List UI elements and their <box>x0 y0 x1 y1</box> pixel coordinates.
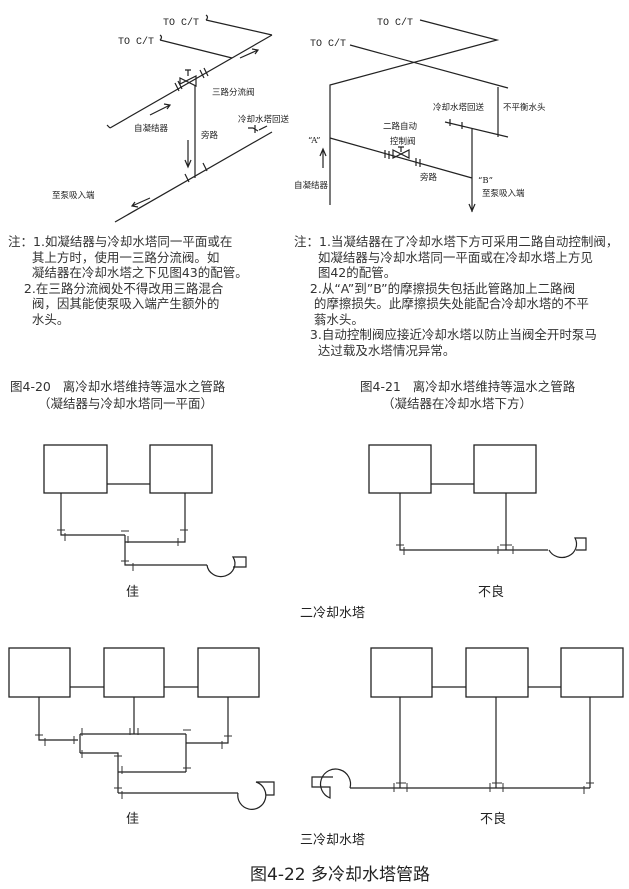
to-ct-upper-label: TO C/T <box>163 17 199 29</box>
flanges <box>174 67 209 92</box>
fig-4-20-subcaption: （凝结器与冷却水塔同一平面） <box>38 396 214 411</box>
note-line: 如凝结器与冷却水塔同一平面或在冷却水塔上方见 <box>294 249 593 265</box>
two-towers-good: 佳 <box>43 444 247 600</box>
bad-label: 不良 <box>480 811 506 827</box>
cooling-tower <box>368 444 432 494</box>
pump-suction-pipe <box>114 131 273 223</box>
to-ct-lower-label: TO C/T <box>118 36 154 48</box>
tower-return-pipe <box>444 119 509 138</box>
main-pipe <box>106 34 273 129</box>
note-line: 阀，因其能使泵吸入端产生额外的 <box>8 296 220 311</box>
tower-return-stub <box>248 125 268 133</box>
three-towers-bad: 不良 <box>311 647 624 827</box>
two-towers-bad: 不良 <box>368 444 587 600</box>
three-towers-label: 三冷却水塔 <box>300 833 365 848</box>
pump-icon <box>237 781 275 810</box>
note-line: 注：1.当凝结器在了冷却水塔下方可采用二路自动控制阀， <box>294 234 619 249</box>
cooling-tower <box>370 647 433 698</box>
valve-label-1: 二路自动 <box>383 121 418 132</box>
from-condenser-label: 自凝结器 <box>294 180 329 191</box>
fig-4-21-notes: 注：1.当凝结器在了冷却水塔下方可采用二路自动控制阀， 如凝结器与冷却水塔同一平… <box>294 234 618 358</box>
cooling-tower <box>560 647 624 698</box>
fig-4-20-caption: 图4-20 离冷却水塔维持等温水之管路 <box>10 379 226 394</box>
note-line: 2.在三路分流阀处不得改用三路混合 <box>8 280 224 296</box>
to-pump-label: 至泵吸入端 <box>52 190 95 201</box>
arrow-icon <box>239 48 260 59</box>
flanges <box>393 782 594 794</box>
flanges <box>396 544 514 555</box>
cooling-tower <box>465 647 529 698</box>
bypass-label: 旁路 <box>201 130 219 141</box>
up-arrow-icon <box>319 147 327 168</box>
supply-pipe-lower <box>159 34 233 59</box>
supply-pipe-upper <box>205 14 273 36</box>
fig-4-20-notes: 注：1.如凝结器与冷却水塔同一平面或在 其上方时，使用一三路分流阀。如 凝结器在… <box>8 234 248 327</box>
from-condenser-label: 自凝结器 <box>134 123 169 134</box>
cooling-tower <box>149 444 213 494</box>
fig-4-21-diagram: TO C/T TO C/T 冷却水塔回送 不平衡水头 二路自动 控制阀 “A” … <box>294 17 546 213</box>
to-ct-lower-label: TO C/T <box>310 38 346 50</box>
suction-manifold <box>38 697 238 794</box>
cooling-tower <box>197 647 260 698</box>
point-b-label: “B” <box>478 175 493 186</box>
two-towers-label: 二冷却水塔 <box>300 606 365 621</box>
note-line: 图42的配管。 <box>294 265 397 280</box>
fig-4-21-caption: 图4-21 离冷却水塔维持等温水之管路 <box>360 379 576 394</box>
note-line: 其上方时，使用一三路分流阀。如 <box>8 249 220 265</box>
to-ct-upper-label: TO C/T <box>377 17 413 29</box>
bad-label: 不良 <box>478 584 504 600</box>
bypass-pipe <box>329 137 473 179</box>
fig-4-21-subcaption: （凝结器在冷却水塔下方） <box>382 396 533 411</box>
three-way-valve-icon <box>179 69 197 87</box>
down-arrow-icon <box>184 140 192 169</box>
arrow-icon <box>149 103 172 116</box>
to-pump-label: 至泵吸入端 <box>482 188 525 199</box>
fig-4-22-caption: 图4-22 多冷却水塔管路 <box>250 865 430 885</box>
cooling-tower <box>103 647 165 698</box>
pump-icon <box>548 537 587 559</box>
valve-label-2: 控制阀 <box>390 136 416 147</box>
fig-4-20-diagram: TO C/T TO C/T 三路分流阀 自凝结器 旁路 冷却水塔回送 至泵吸入端 <box>52 14 290 223</box>
tower-return-label: 冷却水塔回送 <box>433 102 485 113</box>
good-label: 佳 <box>126 812 139 827</box>
pump-icon <box>311 768 352 799</box>
flanges <box>384 150 421 167</box>
note-line: 2.从“A”到”B”的摩擦损失包括此管路加上二路阀 <box>294 280 576 296</box>
note-line: 凝结器在冷却水塔之下见图43的配管。 <box>8 265 248 280</box>
note-line: 的摩擦损失。此摩擦损失处能配合冷却水塔的不平 <box>294 296 589 311</box>
suction-pipe <box>399 493 548 551</box>
unbalanced-head-label: 不平衡水头 <box>503 102 546 113</box>
pump-suction-pipe <box>468 128 476 213</box>
three-way-valve-label: 三路分流阀 <box>212 87 255 98</box>
cooling-tower <box>8 647 71 698</box>
cooling-tower <box>43 444 108 494</box>
arrow-icon <box>130 197 151 208</box>
point-a-label: “A” <box>308 135 320 146</box>
suction-pipe <box>60 493 207 566</box>
flanges <box>184 162 208 183</box>
three-towers-good: 佳 <box>8 647 275 827</box>
cooling-tower <box>473 444 537 494</box>
flanges <box>57 529 188 571</box>
note-line: 蓊水头。 <box>294 311 364 327</box>
supply-pipe-lower <box>349 44 509 89</box>
two-way-valve-icon <box>392 146 410 159</box>
bypass-label: 旁路 <box>420 172 438 183</box>
note-line: 达过载及水塔情况异常。 <box>294 342 456 358</box>
note-line: 注：1.如凝结器与冷却水塔同一平面或在 <box>8 234 233 249</box>
pump-icon <box>206 556 247 578</box>
flanges <box>35 728 232 799</box>
suction-header <box>350 697 591 789</box>
good-label: 佳 <box>126 585 139 600</box>
note-line: 3.自动控制阀应接近冷却水塔以防止当阀全开时泵马 <box>294 327 597 342</box>
tower-return-label: 冷却水塔回送 <box>238 114 290 125</box>
note-line: 水头。 <box>8 311 70 327</box>
